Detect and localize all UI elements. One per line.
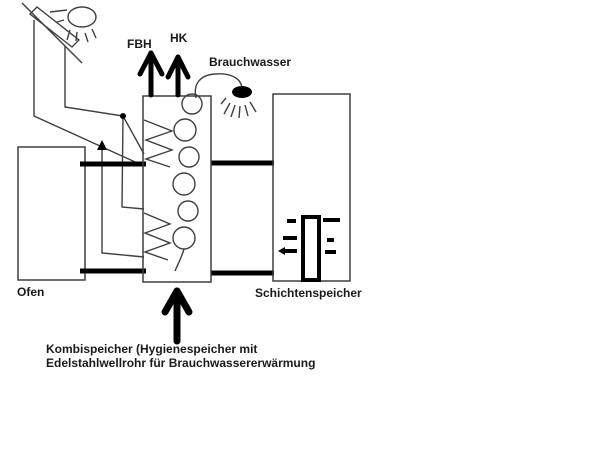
riser-pipe-1: [101, 147, 145, 258]
fbh-label: FBH: [127, 37, 152, 51]
heat-exchanger-zigzag-top: [143, 119, 175, 168]
thick-pipes: [80, 160, 274, 276]
brauchwasser-label: Brauchwasser: [209, 55, 292, 69]
solar-flow-pipe: [33, 20, 145, 167]
kombispeicher-box: [142, 93, 212, 283]
kombispeicher-caption-line2: Edelstahlwellrohr für Brauchwassererwärm…: [46, 356, 316, 370]
kombispeicher-arrow-up-icon: [161, 287, 193, 345]
ofen-label: Ofen: [17, 285, 45, 299]
solar-return-pipe: [64, 46, 145, 155]
ofen-box: [17, 146, 86, 281]
solar-pipes: [33, 20, 145, 258]
hk-label: HK: [170, 31, 188, 45]
kombispeicher-caption-line1: Kombispeicher (Hygienespeicher mit: [46, 342, 258, 356]
sun-icon: [49, 6, 97, 43]
solar-collector-icon: [21, 2, 83, 64]
corrugated-coil: [172, 93, 203, 272]
roof-line: [21, 2, 83, 64]
hk-arrow-up-icon: [165, 54, 191, 98]
stratifier-ports: [283, 218, 340, 254]
heat-exchanger-zigzag-bottom: [142, 212, 172, 261]
collector-panel: [28, 6, 81, 48]
shower-icon: [220, 86, 257, 119]
fbh-arrow-up-icon: [137, 50, 165, 98]
brauchwasser-pipe: [194, 73, 243, 99]
kombispeicher-caption: Kombispeicher (Hygienespeicher mit Edels…: [46, 342, 315, 370]
stratifier-column: [301, 215, 321, 282]
schichtenspeicher-box: [272, 93, 351, 282]
flow-arrow-up-icon: [97, 140, 107, 150]
riser-pipe-2: [121, 115, 145, 210]
stratifier-arrow-left-icon: [278, 247, 285, 255]
schichtenspeicher-label: Schichtenspeicher: [255, 286, 362, 300]
junction-dot-icon: [120, 113, 126, 119]
